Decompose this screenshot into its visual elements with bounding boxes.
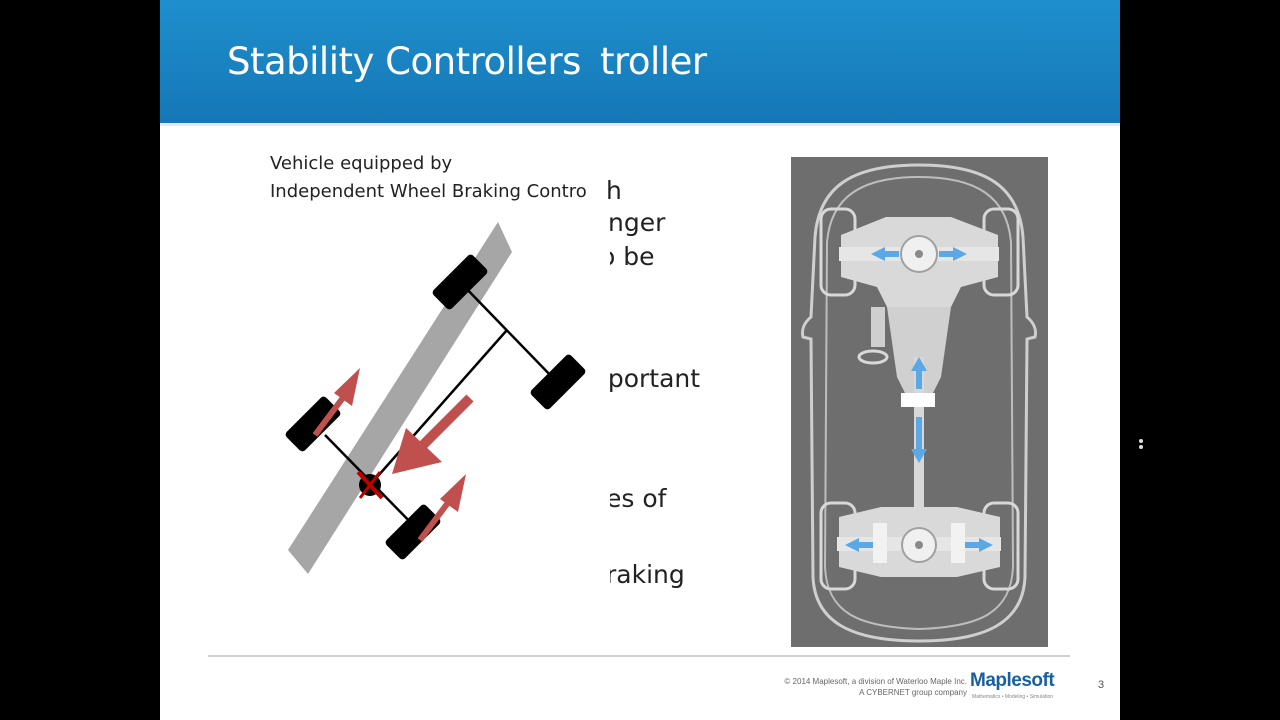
slide-title-overlap: troller <box>600 40 707 83</box>
torque-flow-arrows <box>845 247 993 552</box>
maplesoft-tagline: Mathematics • Modeling • Simulation <box>972 694 1054 700</box>
vehicle-braking-diagram <box>270 210 610 590</box>
dots-icon[interactable] <box>1138 438 1144 450</box>
wheel-rear-right <box>385 504 441 560</box>
caption-line-1: Vehicle equipped by <box>270 153 453 174</box>
footer-divider <box>208 655 1070 657</box>
bullet-fragment-nportant: nportant <box>592 364 701 393</box>
bullet-fragment-es-of: es of <box>606 484 667 513</box>
bullet-fragment-nger: nger <box>608 208 666 237</box>
bullet-fragment-h: h <box>606 176 622 205</box>
slide: Stability Controllers troller h nger o b… <box>160 0 1120 720</box>
header-divider <box>160 123 1120 126</box>
car-chassis-illustration <box>801 163 1037 643</box>
page-number: 3 <box>1098 679 1105 691</box>
yaw-force-arrow <box>416 394 474 452</box>
center-shaft <box>369 329 508 486</box>
wheel-front-left <box>432 254 488 310</box>
slide-header: Stability Controllers troller <box>160 0 1120 123</box>
trajectory-band <box>288 222 512 574</box>
force-arrow-rear-right <box>417 498 453 542</box>
wheel-front-right <box>530 354 586 410</box>
car-chassis-image <box>791 157 1048 647</box>
maplesoft-logo: Maplesoft <box>970 670 1055 691</box>
wheel-rear-left <box>285 396 341 452</box>
diagram-caption: Vehicle equipped by Independent Wheel Br… <box>270 150 587 206</box>
copyright-line-1: © 2014 Maplesoft, a division of Waterloo… <box>784 677 967 686</box>
bullet-fragment-raking: raking <box>606 560 685 589</box>
force-arrow-rear-left <box>312 393 348 437</box>
copyright-line-2: A CYBERNET group company <box>859 688 967 697</box>
slide-title: Stability Controllers <box>227 40 581 83</box>
caption-line-2: Independent Wheel Braking Contro <box>270 181 587 202</box>
copyright-notice: © 2014 Maplesoft, a division of Waterloo… <box>752 676 967 698</box>
